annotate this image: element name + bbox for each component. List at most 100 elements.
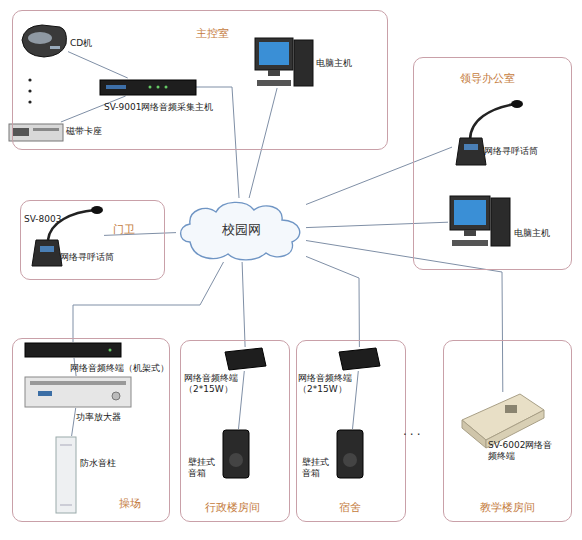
room-heading: 宿舍 xyxy=(339,501,361,514)
pc-keyboard xyxy=(257,80,291,86)
pc-node: 电脑主机 xyxy=(448,194,512,248)
ellipsis-label: ... xyxy=(403,424,423,438)
ellipsis-dot xyxy=(28,100,31,103)
terminal-node: SV-6002网络音频终端 xyxy=(460,392,546,450)
room-heading: 行政楼房间 xyxy=(205,501,260,514)
ellipsis-dot xyxy=(28,89,31,92)
device-label: 网络音频终端（2*15W） xyxy=(184,373,248,395)
room-region: 领导办公室网络寻呼话筒电脑主机 xyxy=(413,57,572,270)
mic-node: 网络寻呼话筒 xyxy=(452,100,524,166)
wall-speaker xyxy=(337,430,363,478)
room-heading: 操场 xyxy=(119,497,141,510)
pc-screen xyxy=(454,200,486,225)
host-node: SV-9001网络音频采集主机 xyxy=(100,78,196,96)
pc-stand xyxy=(268,70,280,76)
room-heading: 教学楼房间 xyxy=(480,501,535,514)
speaker-cone xyxy=(343,453,357,467)
cd-player-node: CD机 xyxy=(20,24,68,58)
device-label: SV-8003 xyxy=(24,214,62,225)
terminal-node: 网络音频终端（2*15W） xyxy=(338,347,381,371)
device-label: 壁挂式音箱 xyxy=(188,457,218,479)
host-light xyxy=(149,86,152,89)
amp-knob xyxy=(112,392,120,400)
amplifier-node: 功率放大器 xyxy=(24,376,132,408)
device-label: 防水音柱 xyxy=(80,458,116,469)
network-link xyxy=(306,147,452,204)
terminal-keypad xyxy=(505,405,517,413)
network-link xyxy=(68,52,128,78)
room-region: 教学楼房间 SV-6002网络音频终端 xyxy=(443,340,572,522)
network-link xyxy=(306,256,359,347)
mic-base xyxy=(32,240,62,266)
terminal-node: 网络音频终端（2*15W） xyxy=(224,347,267,371)
speaker-cone xyxy=(229,453,243,467)
cd-disc xyxy=(28,32,52,44)
room-region: 门卫SV-8003网络寻呼话筒 xyxy=(20,200,165,280)
device-label: CD机 xyxy=(70,38,92,49)
mic-head xyxy=(511,100,523,108)
room-region: 宿舍 网络音频终端（2*15W） 壁挂式音箱 xyxy=(296,340,406,522)
device-label: 壁挂式音箱 xyxy=(302,457,332,479)
speaker-node: 防水音柱 xyxy=(55,436,77,514)
terminal-node: 网络音频终端（机架式） xyxy=(24,342,122,358)
speaker-node: 壁挂式音箱 xyxy=(336,429,364,479)
deck-panel xyxy=(33,128,59,131)
mic-panel xyxy=(40,246,54,252)
cassette-slot xyxy=(13,128,29,136)
device-label: 网络寻呼话筒 xyxy=(484,146,538,157)
pc-tower xyxy=(294,40,313,86)
device-label: 网络音频终端（机架式） xyxy=(70,363,169,374)
mic-base xyxy=(456,138,486,165)
column-speaker xyxy=(56,437,76,513)
network-link xyxy=(73,262,224,342)
device-label: 电脑主机 xyxy=(316,58,352,69)
desk-terminal-side xyxy=(462,420,486,448)
amp-strip xyxy=(30,381,126,385)
room-heading: 门卫 xyxy=(113,223,135,236)
mic-head xyxy=(91,206,103,214)
cd-player xyxy=(22,25,66,57)
network-cloud: 校园网 xyxy=(176,198,306,262)
room-region: 操场 网络音频终端（机架式） 功率放大器防水音柱 xyxy=(12,338,170,522)
room-region: 主控室 CD机磁带卡座 SV-9001网络音频采集主机 电脑主机 xyxy=(12,10,388,150)
room-region: 行政楼房间 网络音频终端（2*15W） 壁挂式音箱 xyxy=(180,340,290,522)
cd-display xyxy=(50,46,60,49)
pc-stand xyxy=(464,230,476,236)
amp-display xyxy=(38,391,52,396)
network-link xyxy=(249,88,277,198)
mic-node: SV-8003网络寻呼话筒 xyxy=(26,206,104,268)
device-label: SV-9001网络音频采集主机 xyxy=(104,102,214,113)
pc-tower xyxy=(491,198,510,246)
device-label: 电脑主机 xyxy=(514,228,550,239)
pc-screen xyxy=(259,42,289,65)
host-light xyxy=(157,86,160,89)
speaker-grille xyxy=(60,505,72,506)
rack-host xyxy=(100,80,196,95)
host-light xyxy=(165,86,168,89)
mic-gooseneck xyxy=(470,104,515,140)
pc-node: 电脑主机 xyxy=(253,34,315,88)
room-heading: 领导办公室 xyxy=(460,72,515,85)
cassette-deck xyxy=(9,124,63,141)
network-link xyxy=(353,371,359,429)
ellipsis-dot xyxy=(28,78,31,81)
room-heading: 主控室 xyxy=(196,27,229,40)
device-label: 磁带卡座 xyxy=(66,126,102,137)
network-link xyxy=(242,262,245,347)
speaker-grille xyxy=(60,445,72,446)
network-link xyxy=(306,241,503,393)
audio-terminal xyxy=(339,348,380,370)
device-label: SV-6002网络音频终端 xyxy=(488,440,560,462)
pc-monitor xyxy=(255,38,293,70)
pc-keyboard xyxy=(452,240,488,246)
network-link xyxy=(306,222,448,227)
network-link xyxy=(239,371,245,429)
device-label: 网络寻呼话筒 xyxy=(60,252,114,263)
device-label: 网络音频终端（2*15W） xyxy=(298,373,362,395)
terminal-light xyxy=(109,349,112,352)
speaker-node: 壁挂式音箱 xyxy=(222,429,250,479)
rack-terminal xyxy=(25,343,121,357)
network-link xyxy=(72,408,76,436)
power-amplifier xyxy=(25,377,131,407)
